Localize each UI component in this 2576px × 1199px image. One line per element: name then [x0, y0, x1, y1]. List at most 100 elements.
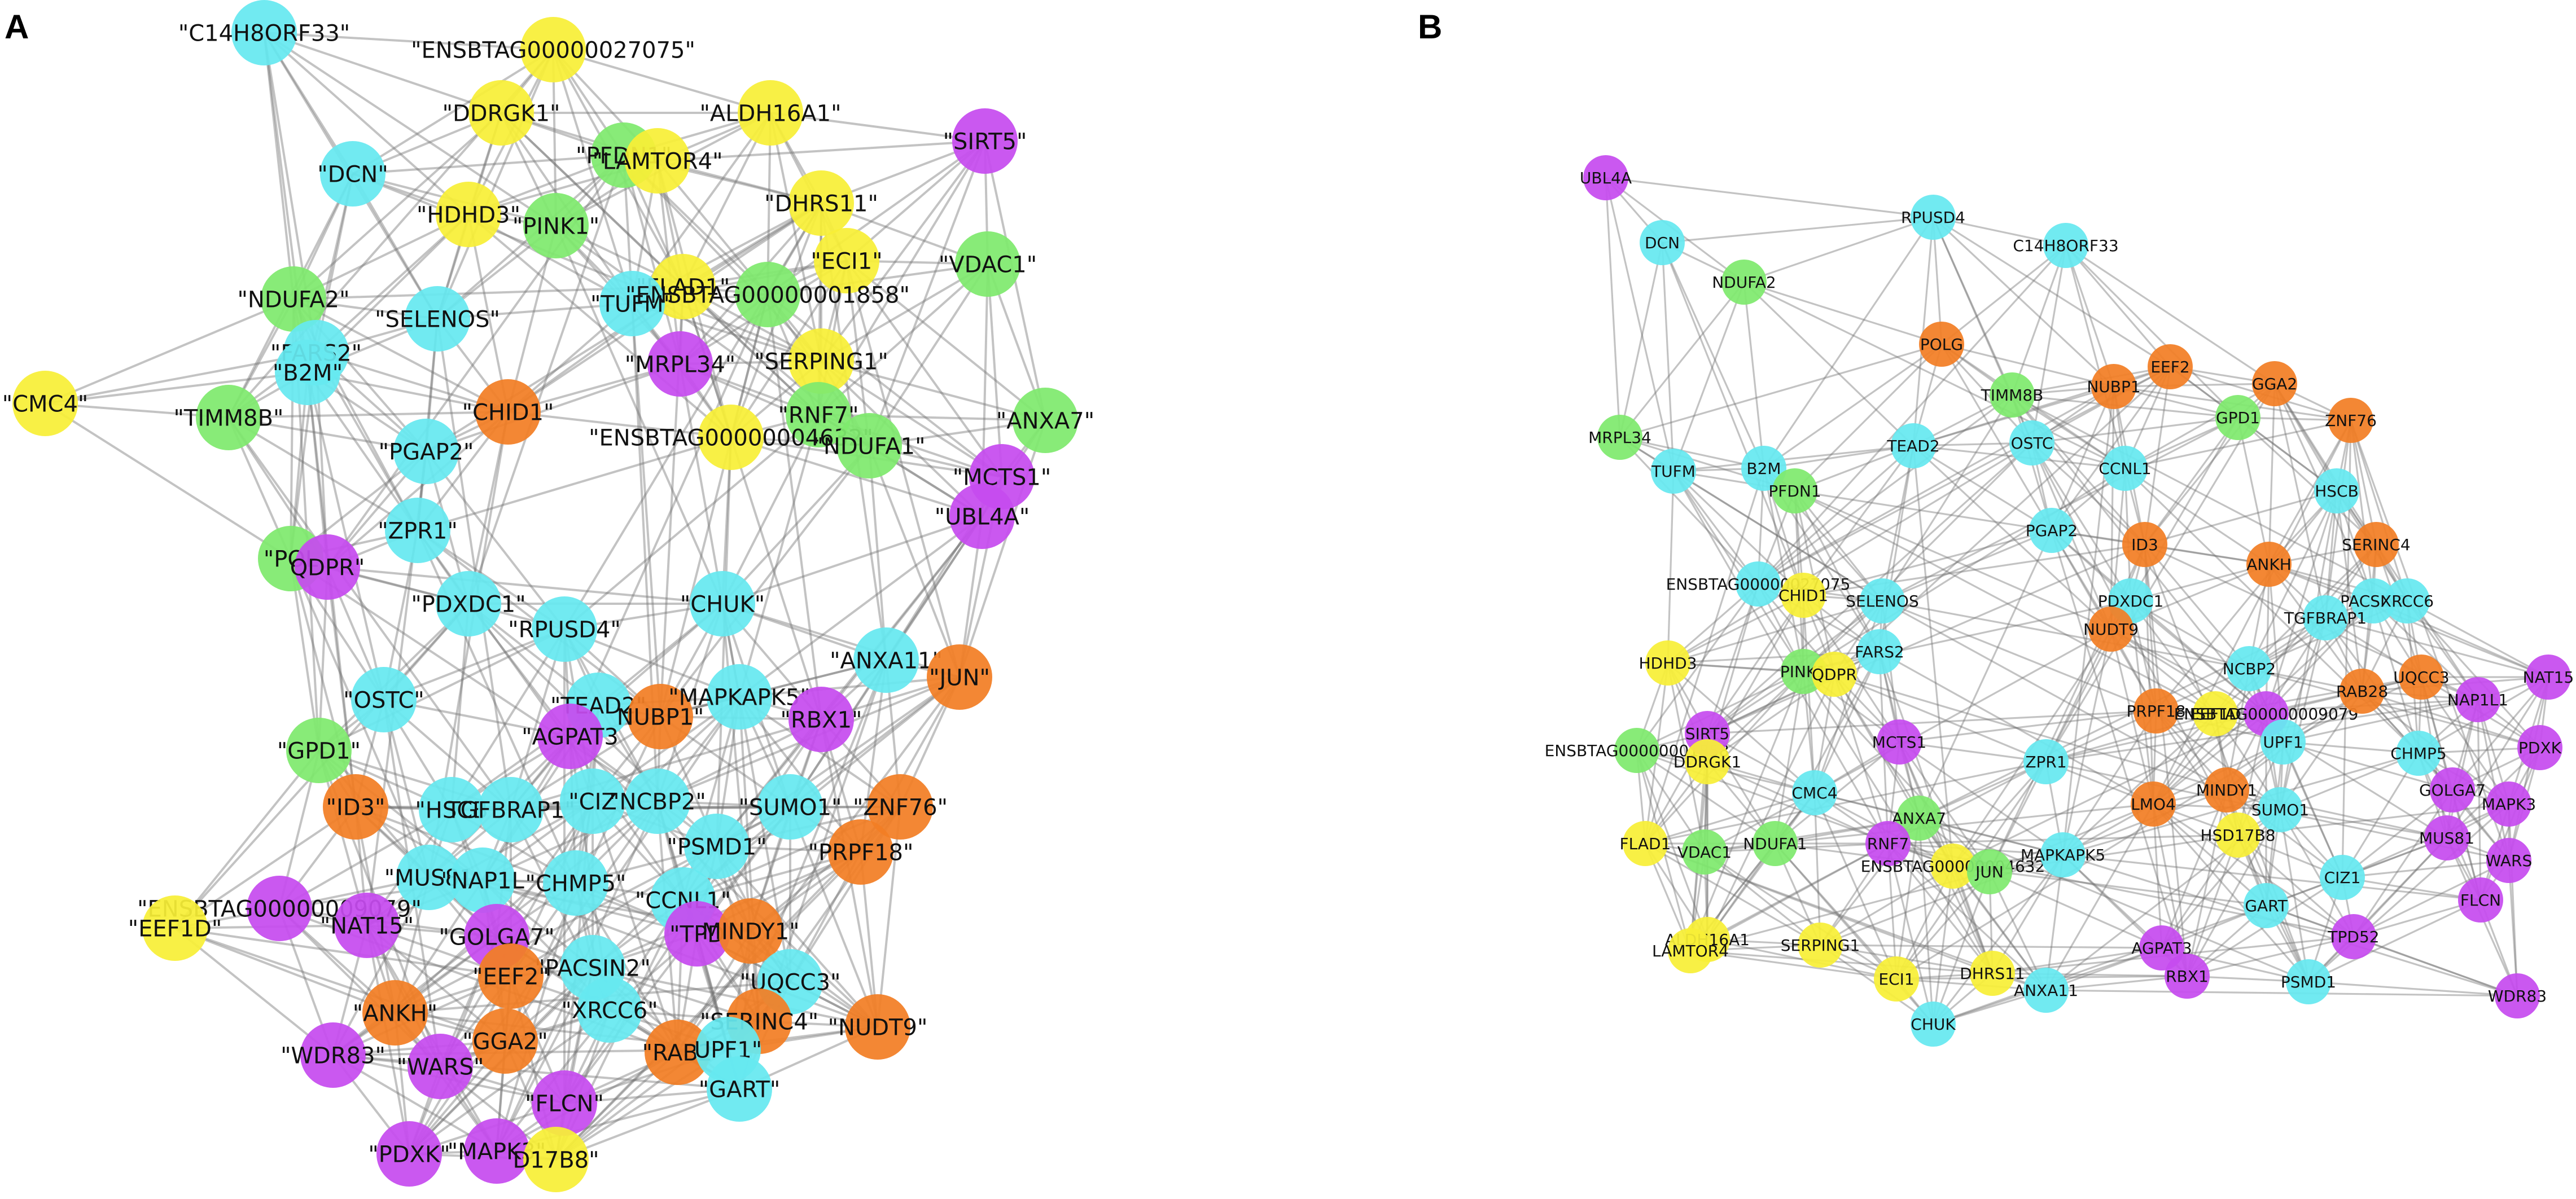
node-wars[interactable]: "WARS" [397, 1034, 484, 1099]
node-qdpr[interactable]: QDPR" [290, 534, 365, 600]
node-uqcc3[interactable]: UQCC3 [2393, 655, 2450, 700]
node-fars2[interactable]: FARS2 [1855, 629, 1904, 674]
node-c14h8orf33[interactable]: "C14H8ORF33" [178, 0, 350, 65]
node-lamtor4[interactable]: "LAMTOR4" [592, 128, 723, 194]
node-hsd17b8[interactable]: HSD17B8 [2200, 812, 2276, 858]
node-ensbtag00000001858[interactable]: "ENSBTAG00000001858" [625, 262, 910, 327]
node-anxa7[interactable]: "ANXA7" [996, 388, 1094, 453]
node-gpd1[interactable]: "GPD1" [277, 718, 361, 783]
node-hdhd3[interactable]: "HDHD3" [417, 182, 520, 247]
node-mapkapk5[interactable]: "MAPKAPK5" [668, 664, 811, 730]
node-mrpl34[interactable]: "MRPL34" [625, 331, 735, 397]
node-nubp1[interactable]: NUBP1 [2087, 364, 2141, 409]
node-wars[interactable]: WARS [2486, 838, 2533, 883]
node-lmo4[interactable]: LMO4 [2131, 781, 2176, 827]
node-gga2[interactable]: "GGA2" [462, 1008, 548, 1074]
node-tufm[interactable]: "TUFM" [590, 271, 674, 336]
node-serping1[interactable]: "SERPING1" [754, 328, 888, 394]
node-hsd17b8[interactable]: D17B8" [513, 1127, 599, 1192]
node-chmp5[interactable]: CHMP5 [2390, 731, 2447, 776]
node-polg[interactable]: POLG [1919, 322, 1964, 367]
node-prpf18[interactable]: "PRPF18" [808, 819, 914, 885]
node-eef1d[interactable]: "EEF1D" [128, 895, 222, 961]
node-rab28[interactable]: RAB28 [2336, 669, 2388, 714]
node-pfdn1[interactable]: PFDN1 [1768, 468, 1821, 513]
node-tgfbrap1[interactable]: TGFBRAP1 [2284, 595, 2367, 640]
node-qdpr[interactable]: QDPR [1812, 652, 1857, 697]
node-pink1[interactable]: "PINK1" [512, 193, 599, 258]
node-upf1[interactable]: UPF1 [2260, 719, 2306, 765]
node-timm8b[interactable]: TIMM8B [1981, 372, 2044, 418]
node-xrcc6[interactable]: "XRCC6" [561, 977, 658, 1043]
node-znf76[interactable]: "ZNF76" [853, 774, 948, 840]
node-ncbp2[interactable]: "NCBP2" [609, 768, 706, 834]
node-chid1[interactable]: CHID1 [1778, 573, 1828, 618]
node-mapkapk5[interactable]: MAPKAPK5 [2021, 832, 2105, 877]
node-cmc4[interactable]: "CMC4" [2, 371, 89, 436]
node-anxa7[interactable]: ANXA7 [1892, 796, 1946, 841]
node-zpr1[interactable]: ZPR1 [2023, 739, 2069, 784]
node-tead2[interactable]: TEAD2 [1886, 423, 1940, 468]
node-cmc4[interactable]: CMC4 [1791, 770, 1838, 815]
node-timm8b[interactable]: "TIMM8B" [174, 385, 284, 450]
node-pdxk[interactable]: "PDXK" [368, 1121, 450, 1187]
node-pgap2[interactable]: PGAP2 [2026, 508, 2078, 553]
node-chuk[interactable]: CHUK [1911, 1002, 1956, 1047]
node-rpusd4[interactable]: RPUSD4 [1901, 195, 1965, 240]
node-ndufa2[interactable]: "NDUFA2" [238, 266, 350, 332]
node-ankh[interactable]: ANKH [2246, 542, 2292, 587]
node-ankh[interactable]: "ANKH" [353, 980, 437, 1046]
node-nudt9[interactable]: NUDT9 [2083, 607, 2139, 652]
node-flcn[interactable]: FLCN [2458, 877, 2503, 923]
node-b2m[interactable]: B2M [1741, 446, 1786, 491]
node-pdxk[interactable]: PDXK [2517, 725, 2562, 770]
node-dcn[interactable]: DCN [1640, 220, 1685, 265]
node-tufm[interactable]: TUFM [1651, 449, 1696, 494]
node-tgfbrap1[interactable]: TGFBRAP1" [446, 777, 575, 842]
node-psmd1[interactable]: "PSMD1" [667, 814, 767, 879]
node-ndufa2[interactable]: NDUFA2 [1712, 260, 1776, 305]
node-wdr83[interactable]: "WDR83" [281, 1022, 385, 1088]
node-eef1d[interactable]: EEF1D [2190, 691, 2241, 736]
node-hscb[interactable]: HSCB [2314, 468, 2359, 513]
node-gart[interactable]: GART [2244, 883, 2289, 928]
node-ndufa1[interactable]: "NDUFA1" [813, 413, 926, 478]
node-ubl4a[interactable]: "UBL4A" [935, 484, 1030, 549]
node-upf1[interactable]: UPF1" [694, 1017, 762, 1082]
node-hscb[interactable]: "HSCB [415, 777, 488, 842]
node-mcts1[interactable]: MCTS1 [1872, 719, 1926, 765]
node-mindy1[interactable]: MINDY1" [702, 898, 800, 964]
node-gga2[interactable]: GGA2 [2252, 361, 2297, 406]
node-jun[interactable]: "JUN" [927, 644, 992, 710]
node-chmp5[interactable]: "CHMP5" [525, 850, 627, 916]
node-serinc4[interactable]: SERINC4 [2342, 522, 2411, 567]
node-id3[interactable]: ID3 [2122, 522, 2167, 567]
node-nudt9[interactable]: "NUDT9" [828, 994, 928, 1060]
node-eef2[interactable]: "EEF2" [472, 943, 549, 1009]
node-selenos[interactable]: "SELENOS" [375, 286, 500, 352]
node-rnf7[interactable]: "RNF7" [778, 382, 859, 447]
node-anxa11[interactable]: ANXA11 [2014, 968, 2078, 1013]
node-rbx1[interactable]: RBX1 [2165, 954, 2210, 999]
node-ostc[interactable]: "OSTC" [343, 667, 424, 732]
node-serping1[interactable]: SERPING1 [1781, 923, 1860, 968]
node-flcn[interactable]: "FLCN" [525, 1070, 604, 1136]
node-ubl4a[interactable]: UBL4A [1580, 155, 1632, 200]
node-tpd52[interactable]: TPD52 [2327, 914, 2380, 959]
node-agpat3[interactable]: "AGPAT3 [522, 704, 619, 769]
node-sumo1[interactable]: "SUMO1" [739, 774, 842, 840]
node-sirt5[interactable]: "SIRT5" [943, 108, 1027, 174]
node-sumo1[interactable]: SUMO1 [2251, 787, 2309, 832]
node-b2m[interactable]: "B2M" [273, 340, 343, 405]
node-rnf7[interactable]: RNF7 [1865, 821, 1911, 866]
node-nap1l1[interactable]: "NAP1L [441, 847, 524, 913]
node-ccnl1[interactable]: CCNL1 [2099, 446, 2152, 491]
node-ddrgk1[interactable]: DDRGK1 [1673, 739, 1741, 784]
node-nap1l1[interactable]: NAP1L1 [2447, 677, 2508, 722]
node-eci1[interactable]: "ECI1" [811, 228, 883, 293]
node-chuk[interactable]: "CHUK" [680, 571, 765, 636]
node-ensbtag00000004632[interactable]: ENSBTAG00000004632 [1861, 844, 2045, 889]
node-hdhd3[interactable]: HDHD3 [1639, 640, 1697, 686]
node-wdr83[interactable]: WDR83 [2488, 973, 2547, 1018]
node-anxa11[interactable]: "ANXA11" [830, 627, 943, 693]
